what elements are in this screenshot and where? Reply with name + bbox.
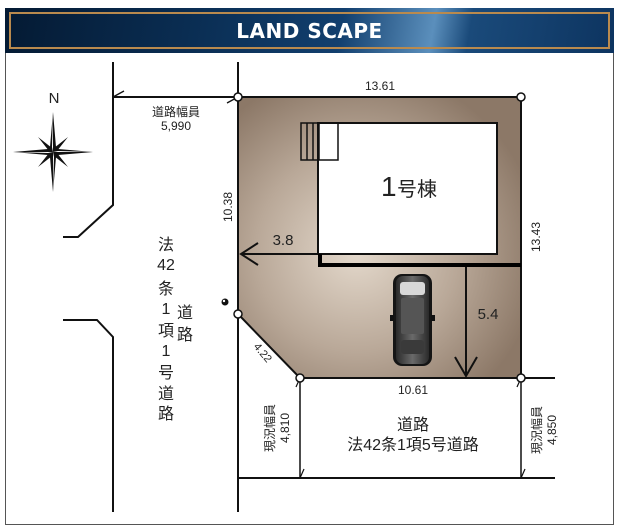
boundary-markers: [233, 92, 526, 383]
svg-text:項: 項: [158, 323, 174, 340]
page-title: LAND SCAPE: [236, 18, 383, 43]
building-1: [317, 122, 498, 255]
west-road-name-label: 道 路: [177, 304, 193, 344]
north-road-width-value: 5,990: [161, 119, 191, 133]
lot-top-dimension: 13.61: [365, 79, 395, 93]
survey-point-icon: [221, 298, 229, 306]
svg-text:路: 路: [177, 326, 193, 344]
north-road-width-label: 道路幅員: [152, 104, 200, 119]
diagram-frame: [5, 53, 614, 525]
south-road-right-width-value: 4,850: [545, 415, 559, 445]
svg-text:号: 号: [158, 364, 174, 382]
parking-divider: [318, 254, 521, 267]
parking-depth-arrow: [454, 267, 478, 378]
title-banner: LAND SCAPE: [5, 8, 614, 53]
south-road-lines: [238, 377, 555, 479]
svg-text:道: 道: [158, 385, 174, 403]
south-road-left-width-value: 4,810: [278, 413, 292, 443]
lot-bottom-dimension: 10.61: [398, 383, 428, 397]
car-icon: [390, 274, 435, 366]
compass-rose-icon: [13, 112, 93, 192]
parking-depth-label: 5.4: [478, 306, 499, 323]
west-road-type-label: 法 42 条 1 項 1 号 道 路: [157, 236, 175, 423]
building-label-text: 号棟: [397, 178, 437, 201]
compass-north-label: N: [49, 90, 60, 107]
south-road-name: 道路: [397, 416, 429, 434]
svg-text:法: 法: [158, 236, 174, 254]
south-road-type-label: 法42条1項5号道路: [347, 436, 479, 454]
svg-text:道: 道: [177, 304, 193, 322]
svg-text:条: 条: [158, 280, 174, 298]
south-road-left-width-label: 現況幅員: [262, 404, 277, 452]
lot-right-dimension: 13.43: [529, 222, 543, 252]
svg-text:42: 42: [157, 257, 175, 274]
setback-arrow-west: [239, 242, 318, 266]
entrance-steps: [300, 122, 339, 161]
svg-text:1: 1: [162, 343, 171, 360]
south-road-right-width-label: 現況幅員: [529, 406, 544, 454]
building-label-number: 1: [381, 171, 397, 202]
west-setback-label: 3.8: [273, 232, 294, 249]
west-road-lines: [63, 62, 239, 512]
lot-left-dimension: 10.38: [221, 192, 235, 222]
title-banner-border: LAND SCAPE: [9, 12, 610, 49]
svg-text:路: 路: [158, 405, 174, 423]
svg-text:1: 1: [162, 301, 171, 318]
